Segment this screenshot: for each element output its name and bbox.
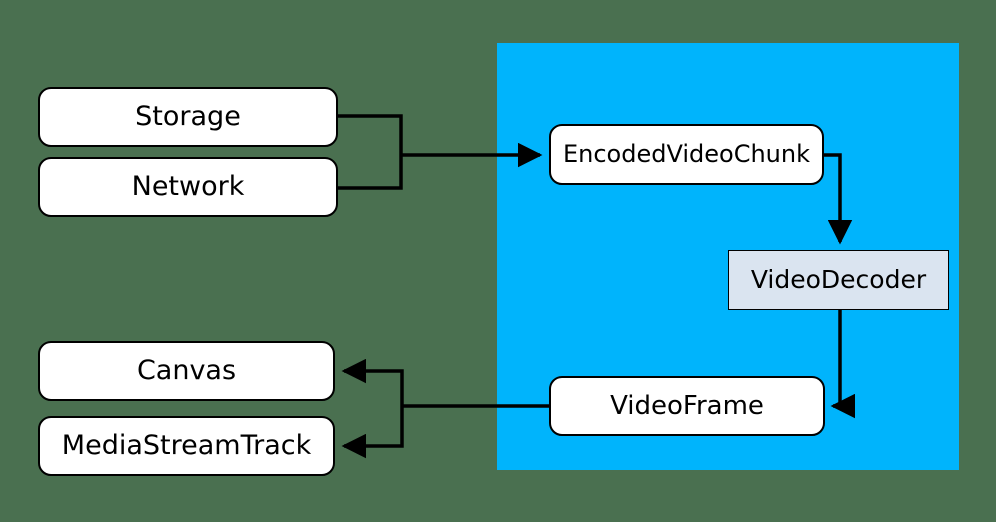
node-video-frame-label: VideoFrame <box>610 390 764 421</box>
node-network[interactable]: Network <box>38 157 338 217</box>
node-encoded-video-chunk[interactable]: EncodedVideoChunk <box>549 124 824 185</box>
node-canvas[interactable]: Canvas <box>38 341 335 401</box>
node-video-frame[interactable]: VideoFrame <box>549 376 825 436</box>
node-network-label: Network <box>131 171 245 203</box>
node-canvas-label: Canvas <box>136 355 237 387</box>
edge-videodecoder-to-videoframe <box>830 310 856 419</box>
edge-storage-to-encodedvideochunk <box>338 114 403 155</box>
node-media-stream-track[interactable]: MediaStreamTrack <box>38 416 335 476</box>
node-video-decoder-label: VideoDecoder <box>750 265 927 295</box>
node-storage[interactable]: Storage <box>38 87 338 147</box>
node-video-decoder[interactable]: VideoDecoder <box>728 250 949 310</box>
edge-videoframe-to-canvas <box>341 358 404 406</box>
edge-encodedvideochunk-to-videodecoder <box>824 153 853 245</box>
node-media-stream-track-label: MediaStreamTrack <box>61 430 312 462</box>
node-encoded-video-chunk-label: EncodedVideoChunk <box>562 140 811 169</box>
edge-videoframe-to-mediastreamtrack <box>341 406 404 459</box>
node-storage-label: Storage <box>135 101 241 133</box>
edge-network-to-encodedvideochunk <box>338 155 403 190</box>
